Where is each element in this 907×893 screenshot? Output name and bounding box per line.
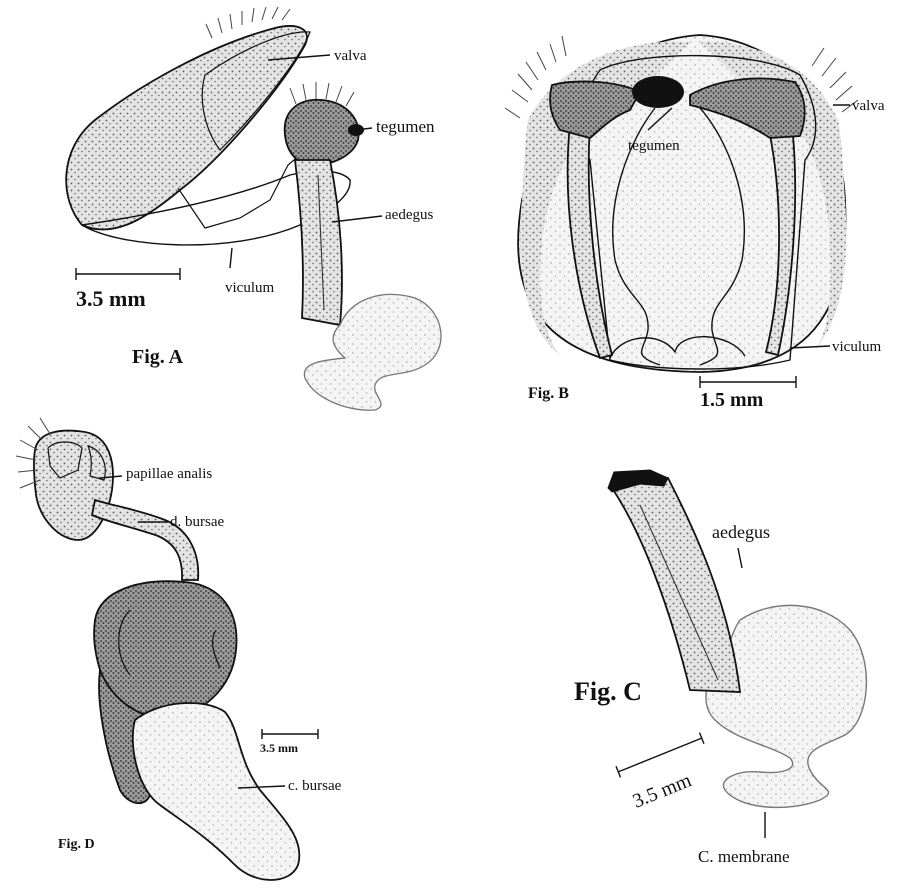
papillae-analis-d xyxy=(34,431,113,540)
figure-title-a: Fig. A xyxy=(132,346,184,368)
label-viculum-b: viculum xyxy=(832,339,881,355)
ductus-bursae-d xyxy=(92,500,198,580)
scale-bar-c xyxy=(616,733,704,778)
figure-c: aedegus C. membrane 3.5 mm Fig. C xyxy=(574,470,866,866)
label-tegumen-a: tegumen xyxy=(376,117,435,136)
scale-label-b: 1.5 mm xyxy=(700,389,764,411)
figure-d: papillae analis d. bursae c. bursae 3.5 … xyxy=(16,418,342,880)
label-papillae-d: papillae analis xyxy=(126,466,212,482)
scale-label-d: 3.5 mm xyxy=(260,741,298,755)
label-membrane-c: C. membrane xyxy=(698,847,790,866)
figure-title-b: Fig. B xyxy=(528,385,569,402)
scale-bar-d xyxy=(262,729,318,739)
tegumen-a xyxy=(285,100,359,165)
label-dbursae-d: d. bursae xyxy=(170,514,224,530)
label-viculum-a: viculum xyxy=(225,280,274,296)
leader-viculum-a xyxy=(230,248,232,268)
scale-label-c: 3.5 mm xyxy=(630,769,695,812)
figure-a: valva tegumen aedegus viculum 3.5 mm Fig… xyxy=(66,7,441,410)
label-cbursae-d: c. bursae xyxy=(288,778,342,794)
tegumen-apex-b xyxy=(632,76,684,108)
label-aedegus-a: aedegus xyxy=(385,207,433,223)
corpus-bursae-lower-d xyxy=(133,703,300,880)
scale-bar-b xyxy=(700,376,796,388)
figure-title-d: Fig. D xyxy=(58,837,95,852)
figure-b: tegumen valva viculum 1.5 mm Fig. B xyxy=(505,35,885,411)
figure-title-c: Fig. C xyxy=(574,677,642,706)
label-aedegus-c: aedegus xyxy=(712,522,770,542)
label-tegumen-b: tegumen xyxy=(628,138,680,154)
label-valva-b: valva xyxy=(852,98,885,114)
scale-bar-a xyxy=(76,268,180,280)
leader-aedegus-c xyxy=(738,548,742,568)
scale-label-a: 3.5 mm xyxy=(76,286,146,311)
label-valva-a: valva xyxy=(334,48,367,64)
